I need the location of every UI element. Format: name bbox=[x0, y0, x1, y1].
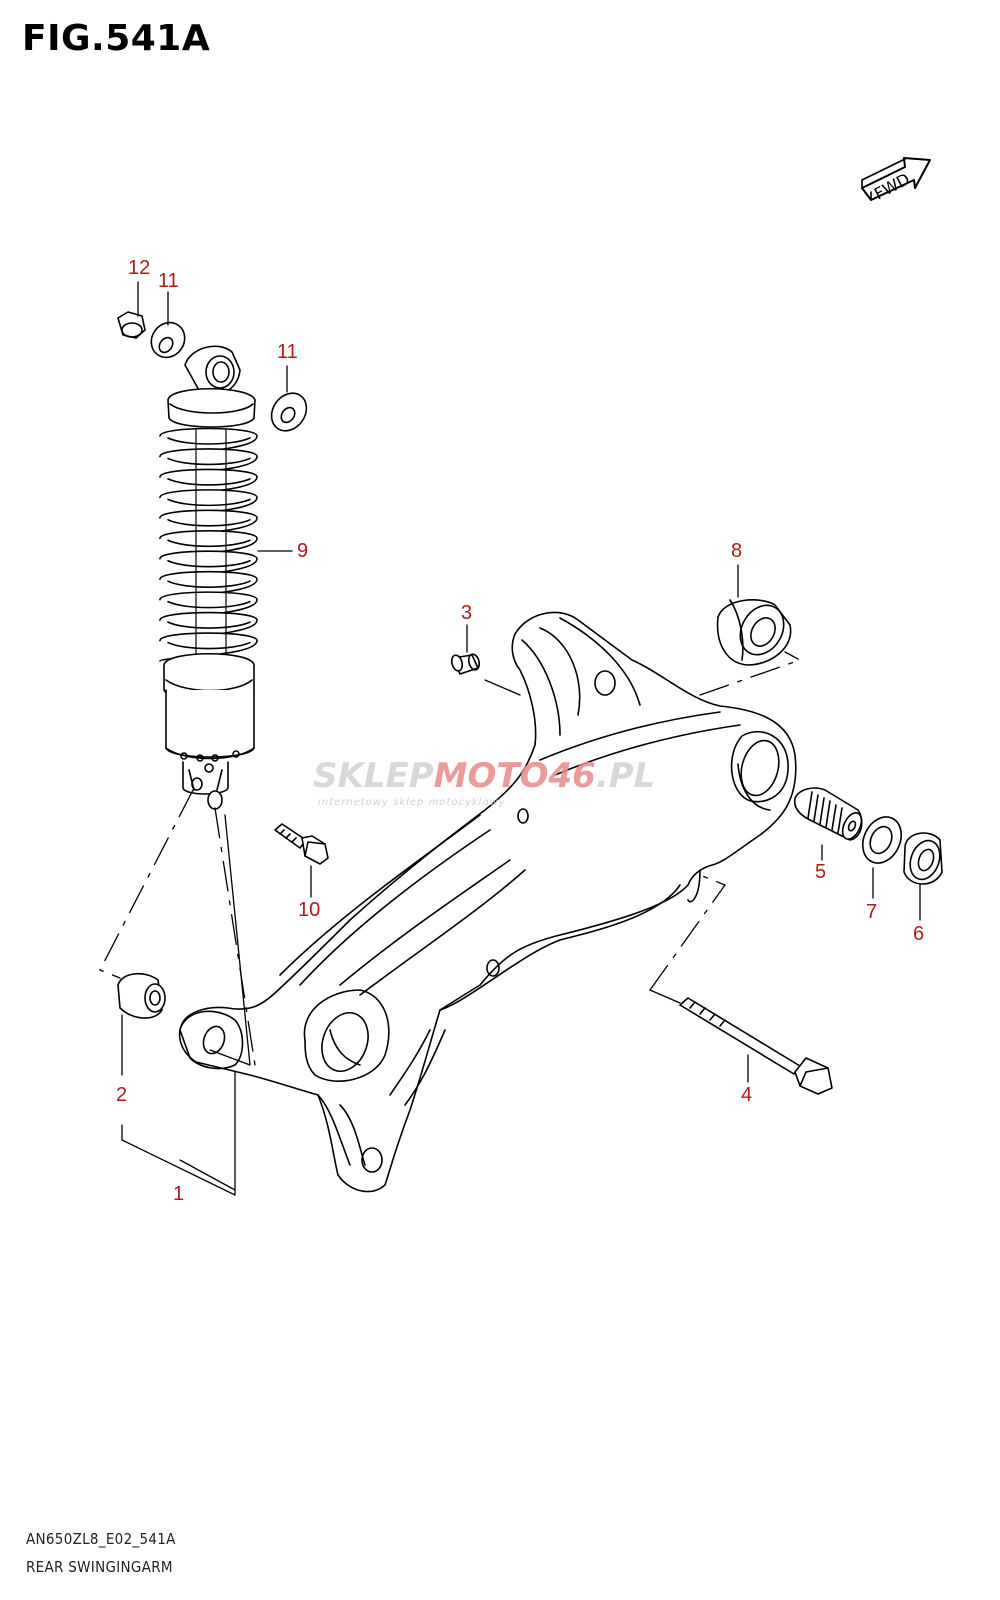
callout-labels: 12 11 11 9 3 8 5 7 6 10 4 2 1 bbox=[116, 257, 924, 1205]
spring-coil-inner bbox=[167, 519, 251, 527]
watermark-part1: SKLEP bbox=[313, 756, 434, 796]
callout-2: 2 bbox=[116, 1084, 127, 1106]
washer-right bbox=[270, 392, 308, 432]
callout-9: 9 bbox=[297, 540, 308, 562]
svg-text:SKLEPMOTO46.PL: SKLEPMOTO46.PL bbox=[313, 756, 655, 796]
watermark-part4: .PL bbox=[596, 756, 656, 796]
spring-coil-inner bbox=[167, 580, 251, 588]
lock-nut bbox=[903, 832, 943, 885]
callout-4: 4 bbox=[741, 1084, 752, 1106]
watermark: SKLEPMOTO46.PL internetowy sklep motocyk… bbox=[313, 756, 655, 808]
swingarm bbox=[178, 611, 797, 1193]
callout-8: 8 bbox=[731, 540, 742, 562]
spring-coil-inner bbox=[167, 437, 251, 445]
rear-shock-absorber bbox=[159, 345, 258, 810]
spring-coil-inner bbox=[167, 457, 251, 466]
spring-coil-inner bbox=[167, 539, 251, 548]
watermark-tagline: internetowy sklep motocyklowy bbox=[318, 797, 506, 808]
callout-6: 6 bbox=[913, 923, 924, 945]
front-bushing bbox=[117, 972, 166, 1019]
spring-coil-inner bbox=[167, 478, 251, 486]
figure-code: AN650ZL8_E02_541A bbox=[26, 1530, 176, 1548]
pivot-bolt bbox=[679, 997, 833, 1095]
spring-coil-inner bbox=[167, 559, 251, 568]
bushing-pin bbox=[450, 653, 481, 675]
washer-upper bbox=[150, 321, 186, 359]
callout-11-right: 11 bbox=[277, 341, 298, 363]
spring-coil-inner bbox=[167, 498, 251, 507]
spring-coil-inner bbox=[167, 621, 251, 629]
callout-5: 5 bbox=[815, 861, 826, 883]
spring-coil-inner bbox=[167, 600, 251, 609]
callout-12: 12 bbox=[128, 257, 150, 279]
fwd-arrow-icon bbox=[861, 157, 931, 201]
callout-7: 7 bbox=[866, 901, 877, 923]
watermark-part2: MOTO bbox=[434, 756, 549, 796]
callout-1: 1 bbox=[173, 1183, 184, 1205]
bearing bbox=[716, 599, 792, 666]
figure-title: FIG.541A bbox=[22, 18, 211, 59]
callout-3: 3 bbox=[461, 602, 472, 624]
thin-washer bbox=[861, 816, 903, 864]
shock-nut bbox=[117, 311, 146, 339]
watermark-part3: 46 bbox=[548, 756, 596, 796]
leader-lines bbox=[99, 281, 921, 1196]
spring-coil-inner bbox=[167, 641, 251, 650]
callout-11-upper: 11 bbox=[158, 270, 179, 292]
pivot-adjuster bbox=[793, 787, 863, 841]
figure-name: REAR SWINGINGARM bbox=[26, 1558, 173, 1576]
shock-lower-bolt bbox=[274, 823, 329, 865]
callout-10: 10 bbox=[298, 899, 320, 921]
